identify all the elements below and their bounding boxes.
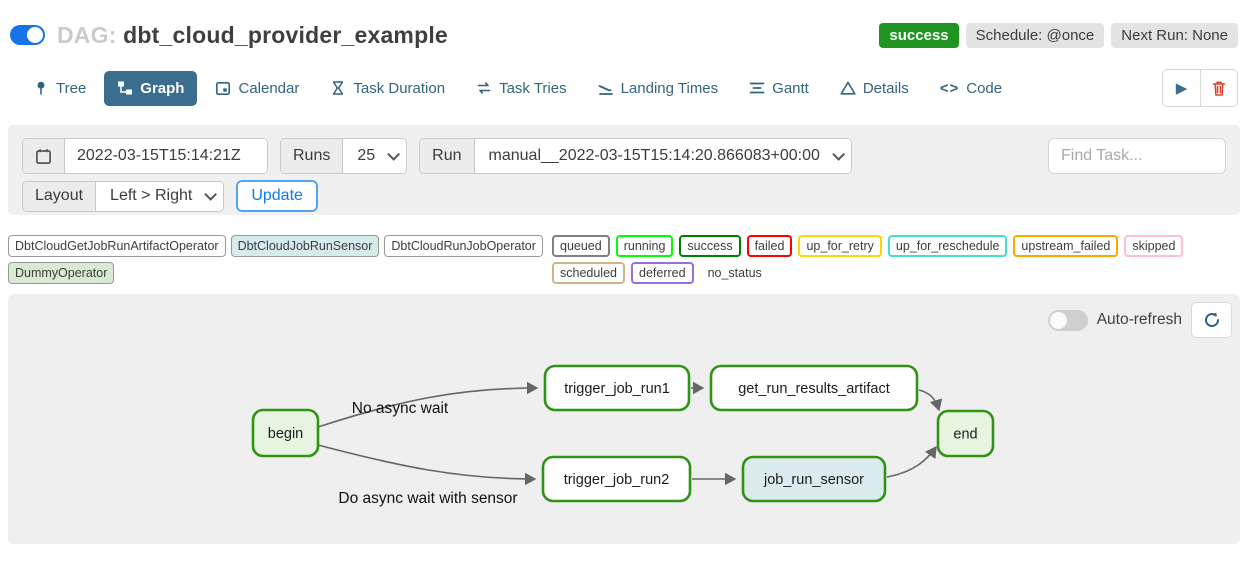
gantt-icon — [749, 82, 765, 94]
refresh-button[interactable] — [1191, 302, 1232, 338]
delete-dag-button[interactable] — [1200, 70, 1237, 106]
tab-calendar[interactable]: Calendar — [202, 71, 312, 106]
legend-status-success: success — [679, 235, 741, 257]
svg-text:end: end — [953, 427, 977, 443]
layout-group: Layout Left > Right — [22, 180, 225, 212]
execution-date-group — [22, 138, 268, 174]
layout-label: Layout — [23, 181, 97, 211]
trash-icon — [1212, 81, 1226, 96]
svg-text:get_run_results_artifact: get_run_results_artifact — [738, 381, 890, 397]
svg-text:trigger_job_run2: trigger_job_run2 — [564, 472, 670, 488]
trigger-dag-button[interactable]: ▶ — [1163, 70, 1200, 106]
edge-begin-to-trigger_job_run2 — [317, 444, 537, 486]
auto-refresh-toggle[interactable] — [1047, 309, 1088, 331]
edge-job_run_sensor-to-end — [886, 445, 937, 478]
triangle-icon — [840, 81, 856, 95]
dag-graph: begin trigger_job_run1 get_run_results_art… — [251, 364, 995, 507]
dag-pause-toggle[interactable] — [10, 25, 45, 45]
dag-action-buttons: ▶ — [1162, 69, 1238, 107]
update-button[interactable]: Update — [236, 180, 318, 212]
auto-refresh-label: Auto-refresh — [1096, 311, 1182, 328]
runs-label: Runs — [281, 139, 344, 173]
run-select[interactable]: manual__2022-03-15T15:14:20.866083+00:00 — [474, 139, 851, 173]
chevron-down-icon — [204, 187, 218, 201]
node-get_run_results_artifact[interactable]: get_run_results_artifact — [709, 364, 919, 412]
edge-label: Do async wait with sensor — [338, 490, 517, 507]
node-trigger_job_run1[interactable]: trigger_job_run1 — [543, 364, 691, 412]
filter-row-1: Runs 25 Run manual__2022-03-15T15:14:20.… — [22, 138, 1226, 174]
legend-status-upstream_failed: upstream_failed — [1013, 235, 1119, 257]
dag-title: dbt_cloud_provider_example — [123, 21, 448, 48]
chevron-down-icon — [387, 147, 401, 161]
execution-date-input[interactable] — [65, 139, 267, 173]
tab-task-tries[interactable]: Task Tries — [463, 71, 580, 106]
legend-operator-DbtCloudJobRunSensor: DbtCloudJobRunSensor — [230, 235, 380, 257]
hourglass-icon — [333, 81, 344, 95]
legend-status-up_for_reschedule: up_for_reschedule — [887, 235, 1008, 257]
toggle-knob — [1049, 311, 1067, 329]
svg-text:begin: begin — [268, 426, 303, 442]
edge-begin-to-trigger_job_run1 — [317, 381, 539, 428]
legend-status-up_for_retry: up_for_retry — [798, 235, 882, 257]
status-badge: success — [879, 22, 959, 48]
graph-icon — [118, 81, 133, 95]
runs-group: Runs 25 — [280, 138, 408, 174]
calendar-addon[interactable] — [23, 139, 65, 173]
tab-tree[interactable]: Tree — [20, 71, 99, 106]
view-tabbar: Tree Graph Calendar Task Duration Task T… — [20, 68, 1238, 108]
legend-status-scheduled: scheduled — [552, 262, 625, 284]
calendar-icon — [36, 148, 51, 164]
code-icon: <> — [939, 79, 960, 97]
schedule-badge: Schedule: @once — [965, 22, 1105, 48]
layout-select[interactable]: Left > Right — [96, 181, 224, 211]
filter-panel: Runs 25 Run manual__2022-03-15T15:14:20.… — [8, 125, 1240, 215]
legend-status-no_status: no_status — [707, 266, 762, 280]
plane-landing-icon — [598, 85, 613, 95]
toggle-knob — [27, 27, 43, 43]
page-title: DAG: dbt_cloud_provider_example — [57, 22, 448, 49]
run-group: Run manual__2022-03-15T15:14:20.866083+0… — [419, 138, 852, 174]
legend-operator-DbtCloudGetJobRunArtifactOperator: DbtCloudGetJobRunArtifactOperator — [8, 235, 226, 257]
runs-select[interactable]: 25 — [343, 139, 407, 173]
play-icon: ▶ — [1175, 79, 1188, 97]
calendar-icon — [216, 81, 231, 95]
legend-status-deferred: deferred — [631, 262, 694, 284]
svg-text:trigger_job_run1: trigger_job_run1 — [564, 381, 670, 397]
legend-operator-DummyOperator: DummyOperator — [8, 262, 115, 284]
tab-graph[interactable]: Graph — [104, 70, 198, 106]
dag-prefix: DAG: — [57, 21, 117, 48]
legend-status-skipped: skipped — [1124, 235, 1184, 257]
run-label: Run — [420, 139, 475, 173]
dag-header: DAG: dbt_cloud_provider_example success … — [10, 16, 1238, 54]
legend-status-failed: failed — [746, 235, 793, 257]
edge-get_run_results_artifact-to-end — [918, 389, 943, 412]
repeat-icon — [477, 82, 491, 94]
node-end[interactable]: end — [936, 409, 995, 458]
tab-task-duration[interactable]: Task Duration — [317, 71, 458, 106]
legend-status-queued: queued — [552, 235, 610, 257]
tree-icon — [37, 81, 45, 95]
chevron-down-icon — [832, 147, 845, 161]
tab-code[interactable]: <> Code — [939, 79, 1003, 97]
tab-landing-times[interactable]: Landing Times — [585, 71, 732, 106]
node-trigger_job_run2[interactable]: trigger_job_run2 — [541, 455, 692, 503]
node-job_run_sensor[interactable]: job_run_sensor — [741, 455, 887, 503]
find-task-input[interactable] — [1048, 138, 1226, 174]
legend-operator-DbtCloudRunJobOperator: DbtCloudRunJobOperator — [384, 235, 543, 257]
svg-text:job_run_sensor: job_run_sensor — [763, 472, 864, 488]
edge-label: No async wait — [352, 400, 449, 417]
tab-details[interactable]: Details — [827, 71, 922, 106]
dag-graph-panel: Auto-refresh begin trigger_job_run1 get_ru… — [8, 294, 1240, 544]
header-badges: success Schedule: @once Next Run: None — [879, 22, 1238, 48]
node-begin[interactable]: begin — [251, 408, 320, 458]
legend-status-running: running — [615, 235, 674, 257]
filter-row-2: Layout Left > Right Update — [22, 180, 1226, 212]
refresh-icon — [1204, 312, 1219, 327]
next-run-badge: Next Run: None — [1111, 22, 1238, 48]
tab-gantt[interactable]: Gantt — [736, 71, 822, 106]
graph-controls: Auto-refresh — [1047, 302, 1232, 338]
